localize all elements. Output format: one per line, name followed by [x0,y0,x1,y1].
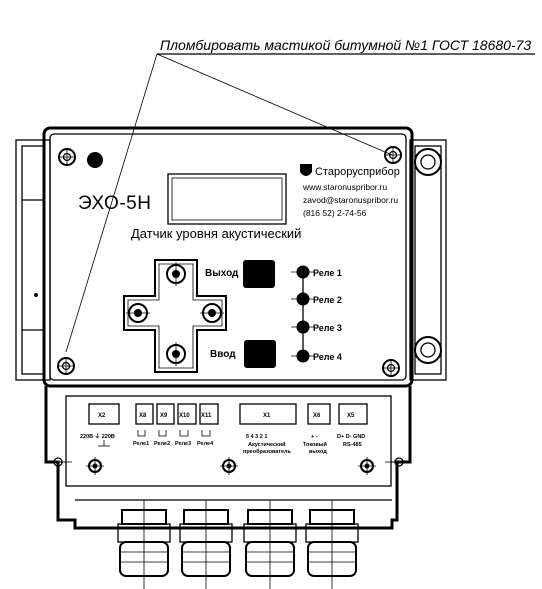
terminal-x11-label: Реле4 [197,441,214,447]
bracket-screw-right [391,457,407,467]
terminal-x9-id: X9 [160,413,168,419]
nav-keypad [123,259,227,373]
cover-screw-bottom-left [57,357,75,375]
terminal-x1-id: X1 [263,413,271,419]
terminal-x11 [199,403,219,425]
terminal-x9-label: Реле2 [154,441,170,447]
manufacturer-logo-icon [300,164,312,176]
lcd-display [167,173,287,225]
terminal-x1-label-1: Акустический [248,441,286,448]
terminal-x5-pins: D+ D- GND [337,434,365,440]
relay-led-4 [291,349,315,363]
ground-icon [98,440,110,447]
terminal-x6-label-2: выход [309,449,327,455]
model-name: ЭХО-5Н [78,193,151,214]
relay-contact-marks [137,430,211,437]
manufacturer-name: Старорусприбор [315,166,400,178]
up-button[interactable] [166,262,186,286]
relay-label-3: Реле 3 [313,323,342,333]
terminal-x8-id: X8 [139,413,147,419]
housing-screw-center [220,457,238,475]
sealing-note: Пломбировать мастикой битумной №1 ГОСТ 1… [160,37,531,53]
terminal-x6-id: X6 [313,413,321,419]
leader-line-left [65,53,158,353]
terminal-x10-label: Реле3 [175,441,191,447]
cable-gland-1 [117,500,171,589]
terminal-x2-id: X2 [98,413,106,419]
relay-led-1 [291,265,315,279]
relay-led-2 [291,292,315,306]
terminal-x9 [156,403,175,425]
left-button[interactable] [126,303,150,323]
manufacturer-website: www.staronuspribor.ru [302,182,387,192]
housing-screw-left [86,457,104,475]
relay-led-3 [291,320,315,334]
power-led-icon [87,152,103,168]
exit-button[interactable] [243,260,275,288]
terminal-x5-label: RS-485 [343,442,362,448]
terminal-x6-label-1: Токовый [303,441,327,448]
mount-bracket-right [409,139,447,381]
terminal-x10 [177,403,197,425]
relay-label-4: Реле 4 [313,352,342,362]
terminal-x8-label: Реле1 [133,441,149,447]
terminal-x6 [307,403,331,425]
terminal-x10-id: X10 [179,413,190,419]
terminal-x2 [88,403,120,425]
exit-button-label: Выход [205,268,239,279]
terminal-x5-id: X5 [347,413,355,419]
cable-gland-3 [243,500,297,589]
right-button[interactable] [200,303,224,323]
relay-label-2: Реле 2 [313,295,342,305]
terminal-x1 [239,403,297,425]
terminal-housing [44,386,412,530]
terminal-x1-label-2: преобразователь [243,448,292,455]
front-cover [42,126,414,388]
cable-gland-4 [305,500,359,589]
leader-line-right [156,53,393,156]
device-title: Датчик уровня акустический [131,226,301,241]
terminal-x1-pins: 5 4 3 2 1 [246,434,267,440]
terminal-x11-id: X11 [201,413,212,419]
manufacturer-email: zavod@staronuspribor.ru [303,195,398,205]
bracket-screw-left [50,457,66,467]
cover-screw-top-left [58,148,76,166]
cover-screw-bottom-right [382,359,400,377]
manufacturer-phone: (816 52) 2-74-56 [303,208,367,218]
enter-button-label: Ввод [210,349,236,360]
relay-label-1: Реле 1 [313,268,342,278]
down-button[interactable] [166,342,186,366]
lcd-display-inner [171,177,283,221]
enter-button[interactable] [244,340,276,368]
terminal-x2-pins: 220В ⏚ 220В [80,433,115,440]
cable-gland-2 [179,500,233,589]
terminal-x8 [135,403,154,425]
terminal-x5 [338,403,368,425]
housing-screw-right [358,457,376,475]
terminal-x6-pins: + - [311,434,318,440]
cover-screw-top-right [384,146,402,164]
